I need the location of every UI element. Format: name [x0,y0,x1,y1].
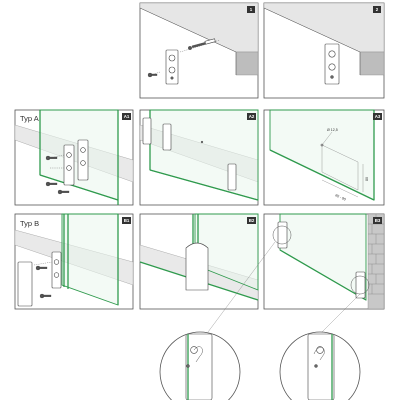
clamp-cover [17,261,33,307]
screw-icon [45,155,58,161]
step-badge [247,113,256,120]
panel-step-1: 1 [139,2,259,99]
glass-edge [269,149,375,201]
step-badge [373,6,381,13]
bracket-hole [53,259,60,265]
step-badge [373,113,382,120]
step-badge [373,217,382,224]
dimension-line [321,144,359,163]
glass-edge [39,174,119,201]
bracket-hole [330,75,334,79]
wall-clamp [355,271,366,299]
panel-step-a3: Ø 12,5 80 60 - 90 A3 [263,109,385,206]
wall-front-surface [235,51,259,76]
type-label: Typ B [20,219,39,228]
brick-wall [367,213,385,310]
step-badge [122,217,131,224]
glass-clamp [142,117,152,145]
diameter-leader-line [321,131,333,146]
fastening-arrow-icon [313,347,325,361]
screw-icon [39,293,52,299]
screw-icon [147,72,158,78]
detail-leader-line [321,293,361,333]
assembly-guide-line [179,39,221,53]
bracket-hole [186,364,190,368]
width-dimension: 60 - 90 [335,193,347,201]
step-badge-label: 2 [376,7,379,12]
step-badge-label: B2 [249,218,255,223]
panel-step-a2: A2 [139,109,259,206]
step-badge [247,6,255,13]
glass-edge [149,169,259,201]
step-badge [247,217,256,224]
bracket-hole [168,54,176,62]
bracket-hole [170,76,174,80]
step-badge-label: A2 [249,114,255,119]
bracket-hole [66,152,72,158]
clamp-detail [185,333,213,400]
bracket-hole [314,364,318,368]
detail-view-left [159,331,241,400]
width-dimension-line [321,179,359,198]
panel-step-b1: Typ B B1 [14,213,134,310]
bracket-hole [316,346,324,354]
type-label: Typ A [20,114,39,123]
panel-step-b3: B3 [263,213,385,310]
glass-clamp [277,221,288,249]
panel-step-2: 2 [263,2,385,99]
mounted-clamp [185,242,209,291]
bracket-hole [328,50,336,58]
clamp-plate [63,144,75,186]
detail-view-right [279,331,361,400]
dimension-line [321,171,359,191]
bracket-hole [80,147,86,153]
screw-icon [57,189,70,195]
drill-mark [200,140,204,144]
height-dimension: 80 [365,177,369,181]
step-badge-label: A1 [124,114,130,119]
wall-edge [263,7,361,53]
glass-clamp [227,163,237,191]
bracket-hole [328,63,336,71]
anchor-icon [204,38,216,45]
panel-step-a1: Typ A A1 [14,109,134,206]
step-badge-label: B3 [375,218,381,223]
step-badge [122,113,131,120]
wall-front-surface [359,51,385,76]
clamp-plate [51,251,62,289]
wall-edge [139,7,237,53]
panel-step-b2: B2 [139,213,259,310]
step-badge-label: A3 [375,114,381,119]
clamp-plate [77,139,89,181]
screw-icon [35,265,48,271]
glass-clamp [162,123,172,151]
diameter-dimension: Ø 12,5 [327,128,338,132]
bracket-hole [53,272,60,278]
bracket-hole [80,160,86,166]
step-badge-label: B1 [124,218,130,223]
step-badge-label: 1 [250,7,253,12]
detail-leader-line [207,241,276,333]
detail-callout-marker [272,225,292,245]
glass-edge [279,249,367,301]
screw-icon [45,181,58,187]
bracket-hole [66,165,72,171]
assembly-guide-line [33,261,53,266]
clamp-detail [307,333,335,400]
bracket-hole [168,66,176,74]
fastening-arrow-icon [193,346,203,363]
